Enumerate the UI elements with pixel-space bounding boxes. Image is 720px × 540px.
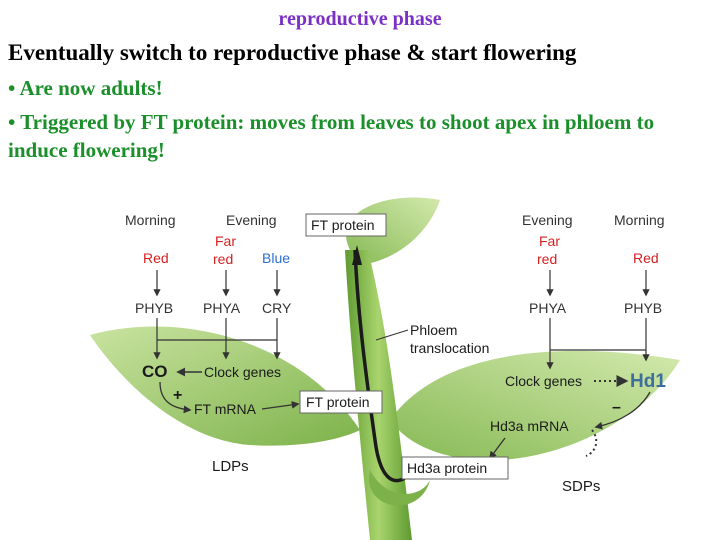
plus-label: + [173,387,182,404]
right-evening-label: Evening [522,212,573,228]
right-far-red-label: red [537,251,557,267]
left-red-label: Red [143,250,169,266]
ldps-label: LDPs [212,458,249,475]
left-clock-genes-label: Clock genes [204,364,281,380]
hd3a-mrna-label: Hd3a mRNA [490,418,569,434]
right-red-label: Red [633,250,659,266]
right-clock-genes-label: Clock genes [505,373,582,389]
left-blue-label: Blue [262,250,290,266]
bullet-ft-protein: • Triggered by FT protein: moves from le… [8,110,655,162]
right-far-label: Far [539,233,560,249]
minus-label: – [612,399,621,416]
phloem-label: Phloem [410,322,457,338]
right-morning-label: Morning [614,212,665,228]
ft-protein-left-label: FT protein [306,394,370,410]
left-phya-label: PHYA [203,300,241,316]
ft-protein-top-label: FT protein [311,217,375,233]
slide-heading: Eventually switch to reproductive phase … [8,40,577,65]
ft-protein-box-left [299,390,383,414]
left-morning-label: Morning [125,212,176,228]
left-evening-label: Evening [226,212,277,228]
left-far-red-label: red [213,251,233,267]
hd1-label: Hd1 [630,371,666,392]
right-phya-label: PHYA [529,300,567,316]
phloem-path [353,249,414,483]
co-label: CO [142,362,168,381]
left-phyb-label: PHYB [135,300,173,316]
left-far-label: Far [215,233,236,249]
sdp-pathway: Evening Morning Far red Red PHYA PHYB Cl… [401,212,666,495]
left-cry-label: CRY [262,300,292,316]
left-leaf [90,326,360,446]
ldp-pathway: Morning Evening Red Far red Blue PHYB PH… [125,212,383,475]
flowering-diagram: Morning Evening Red Far red Blue PHYB PH… [90,197,680,540]
bullet-adults: • Are now adults! [8,76,163,100]
right-phyb-label: PHYB [624,300,662,316]
translocation-label: translocation [410,340,489,356]
ft-mrna-label: FT mRNA [194,401,257,417]
sdps-label: SDPs [562,478,600,495]
right-leaf [390,350,680,461]
slide-title: reproductive phase [278,8,442,30]
ft-protein-box-top [305,213,387,237]
hd3a-protein-box [401,456,509,480]
hd3a-protein-label: Hd3a protein [407,460,487,476]
